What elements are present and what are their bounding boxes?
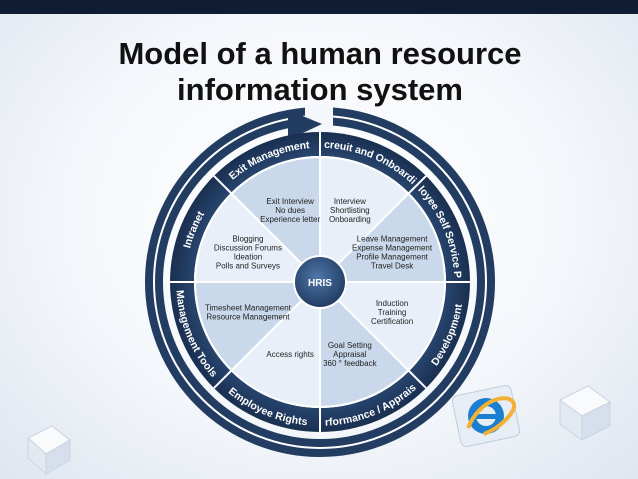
segment-item-text: Travel Desk <box>371 262 414 271</box>
segment-item-text: Resource Management <box>206 312 290 321</box>
segment-item-text: Shortlisting <box>330 206 370 215</box>
ring-dividers <box>170 132 470 432</box>
decorative-cubes <box>27 385 611 476</box>
inner-border <box>194 156 446 408</box>
segment-item-text: Training <box>378 308 407 317</box>
ring-divider <box>407 175 427 195</box>
ring-divider <box>407 369 427 389</box>
segment-item-text: Ideation <box>234 253 262 262</box>
ring-divider <box>213 175 233 195</box>
segment-item-text: No dues <box>275 206 305 215</box>
segment-item-text: Induction <box>376 299 408 308</box>
hris-label: HRIS <box>308 278 332 289</box>
segment-item-text: Profile Management <box>356 253 428 262</box>
inner-segments <box>193 155 447 409</box>
segment-item-text: Appraisal <box>333 350 367 359</box>
segment-item-text: 360 ° feedback <box>323 359 377 368</box>
segment-item-text: Onboarding <box>329 215 371 224</box>
ring-divider <box>213 369 233 389</box>
hris-hub <box>293 255 347 309</box>
segment-item-text: Polls and Surveys <box>216 262 280 271</box>
segment-item-text: Blogging <box>232 235 263 244</box>
segment-item-text: Expense Management <box>352 244 433 253</box>
segment-item-text: Exit Interview <box>266 197 314 206</box>
segment-item-text: Discussion Forums <box>214 244 282 253</box>
segment-item-text: Access rights <box>266 350 314 359</box>
segment-item-text: Leave Management <box>357 235 428 244</box>
internet-explorer-icon <box>451 384 521 448</box>
slide-title: Model of a human resource information sy… <box>118 36 522 107</box>
segment-item-text: Experience letter <box>260 215 320 224</box>
cycle-arrow <box>145 105 495 457</box>
segment-item-text: Certification <box>371 317 413 326</box>
segment-item-text: Interview <box>334 197 366 206</box>
arrow-head <box>288 110 322 140</box>
segment-item-text: Goal Setting <box>328 341 372 350</box>
segment-item-text: Timesheet Management <box>205 303 292 312</box>
